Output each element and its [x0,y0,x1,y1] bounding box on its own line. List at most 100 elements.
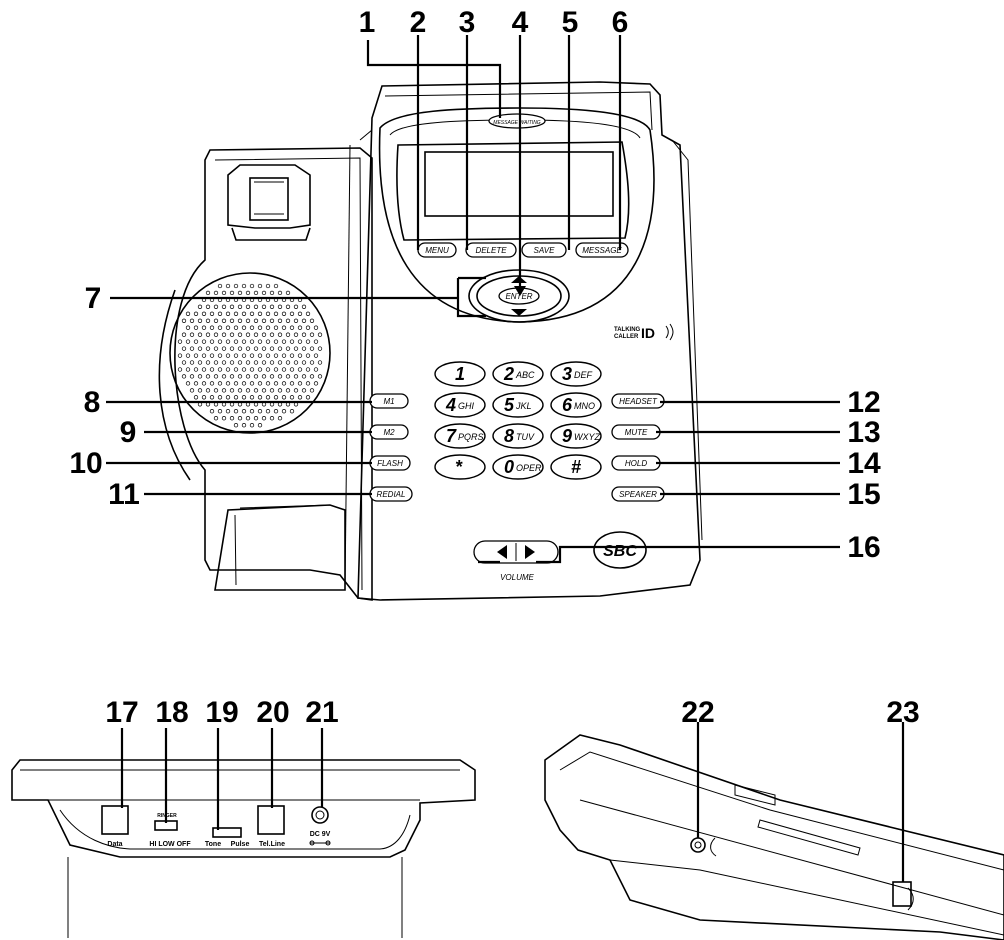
speaker-button[interactable]: SPEAKER [611,486,665,502]
ringer-positions-label: HI LOW OFF [149,841,191,848]
svg-text:M2: M2 [383,428,395,437]
dc-power-jack [311,806,329,824]
key-star[interactable]: * [434,454,486,480]
key-letters: WXYZ [574,432,601,442]
svg-text:CALLER: CALLER [614,334,639,340]
dc-label: DC 9V [310,831,331,838]
key-letters: OPER [516,463,542,473]
svg-text:MESSAGE: MESSAGE [582,246,622,255]
enter-navigation-button[interactable]: ENTER [468,269,570,323]
callout-15: 15 [847,478,880,511]
svg-text:M1: M1 [383,397,394,406]
data-port-label: Data [107,841,122,848]
speaker-grille [169,272,331,434]
callout-2: 2 [410,6,427,39]
tone-label: Tone [205,841,221,848]
callout-10: 10 [69,447,102,480]
callout-6: 6 [612,6,629,39]
save-button[interactable]: SAVE [521,242,567,258]
callout-13: 13 [847,416,880,449]
callout-5: 5 [562,6,579,39]
phone-side-view [544,734,1004,940]
data-port [101,805,129,835]
key-digit: 8 [504,426,514,446]
svg-text:ID: ID [641,325,655,341]
svg-text:SPEAKER: SPEAKER [619,490,657,499]
key-pound[interactable]: # [550,454,602,480]
key-letters: PQRS [458,432,484,442]
key-1[interactable]: 1 [434,361,486,387]
talking-caller-id-logo: TALKING CALLER ID [614,323,674,341]
delete-button[interactable]: DELETE [465,242,517,258]
key-digit: 4 [445,395,456,415]
enter-label: ENTER [505,292,532,301]
volume-label: VOLUME [500,573,534,582]
callout-21: 21 [305,696,338,729]
callout-8: 8 [84,386,101,419]
headset-button[interactable]: HEADSET [611,393,665,409]
svg-text:TALKING: TALKING [614,327,641,333]
key-digit: 1 [455,364,465,384]
callout-leaders [106,35,905,882]
callout-19: 19 [205,696,238,729]
svg-text:SAVE: SAVE [534,246,556,255]
redial-button[interactable]: REDIAL [369,486,413,502]
menu-button[interactable]: MENU [417,242,457,258]
mute-button[interactable]: MUTE [611,424,661,440]
volume-down-icon [497,545,507,559]
svg-text:HOLD: HOLD [625,459,647,468]
ringer-label: RINGER [157,813,177,819]
svg-text:DELETE: DELETE [475,246,507,255]
callout-16: 16 [847,531,880,564]
tone-pulse-switch[interactable] [212,827,242,838]
svg-text:MENU: MENU [425,246,449,255]
callout-18: 18 [155,696,188,729]
key-digit: 6 [562,395,573,415]
m1-button[interactable]: M1 [369,393,409,409]
tel-line-label: Tel.Line [259,841,285,848]
callout-23: 23 [886,696,919,729]
callout-11: 11 [108,478,140,511]
key-letters: JKL [515,401,532,411]
down-arrow-icon [511,309,527,316]
m2-button[interactable]: M2 [369,424,409,440]
polarity-icon [309,840,331,846]
hold-button[interactable]: HOLD [611,455,661,471]
key-digit: 5 [504,395,515,415]
callout-20: 20 [256,696,289,729]
key-digit: * [455,457,463,477]
pulse-label: Pulse [231,841,250,848]
key-digit: 3 [562,364,572,384]
svg-text:FLASH: FLASH [377,459,403,468]
message-waiting-label: MESSAGE WAITING [493,120,541,126]
svg-text:MUTE: MUTE [625,428,648,437]
phone-top-view: MESSAGE WAITING MENU DELETE SAVE MESSAGE… [158,81,703,601]
key-digit: 2 [503,364,514,384]
key-digit: 7 [446,426,457,446]
flash-button[interactable]: FLASH [369,455,411,471]
key-letters: MNO [574,401,595,411]
key-digit: 0 [504,457,514,477]
message-button[interactable]: MESSAGE [575,242,629,258]
callout-4: 4 [512,6,529,39]
headset-jack [690,837,706,853]
svg-text:REDIAL: REDIAL [377,490,406,499]
callout-7: 7 [85,282,102,315]
callout-3: 3 [459,6,476,39]
phone-back-view: Data RINGER HI LOW OFF Tone Pulse Tel.Li… [11,759,476,938]
volume-button[interactable] [473,540,559,564]
callout-9: 9 [120,416,137,449]
key-letters: ABC [515,370,535,380]
callout-17: 17 [105,696,138,729]
callout-22: 22 [681,696,714,729]
